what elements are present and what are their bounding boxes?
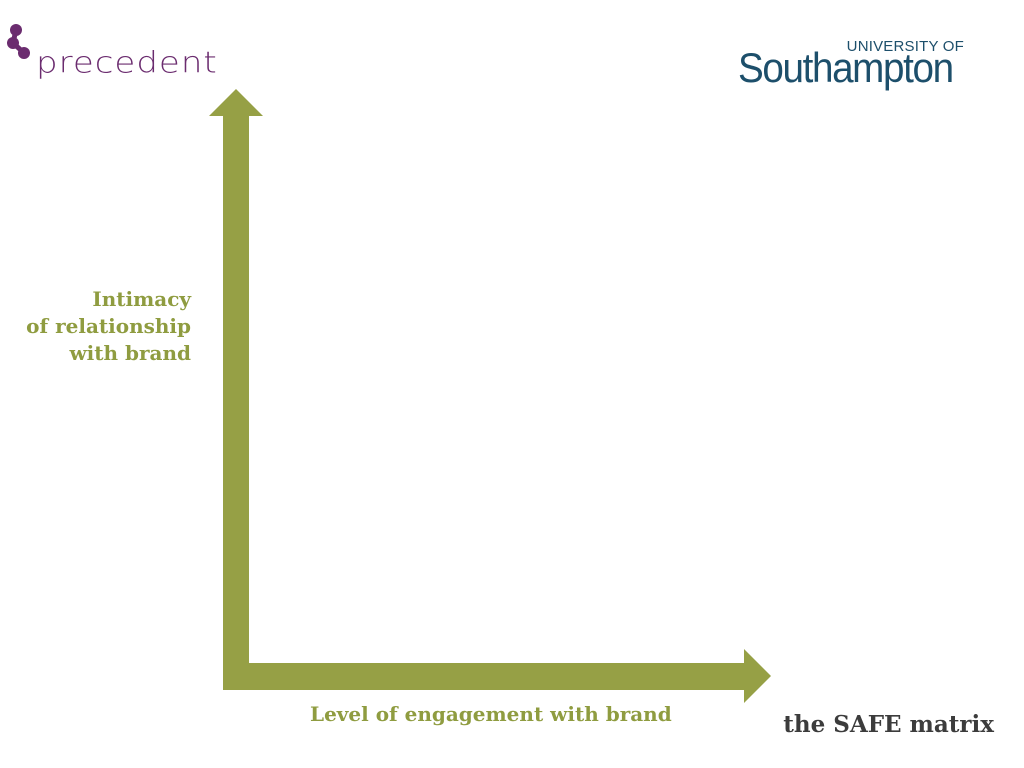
y-axis-label-line: of relationship (26, 314, 191, 338)
x-axis-label: Level of engagement with brand (310, 702, 672, 726)
precedent-wordmark: precedent (36, 46, 218, 80)
precedent-logo: precedent (6, 22, 218, 94)
y-axis-arrow (209, 89, 263, 690)
southampton-logo: UNIVERSITY OF Southampton (738, 38, 990, 100)
university-of-text: UNIVERSITY OF (846, 38, 964, 55)
molecule-icon (7, 24, 30, 59)
y-axis-label-line: with brand (69, 341, 191, 365)
x-axis-arrow (223, 649, 771, 703)
slide-title: the SAFE matrix (783, 711, 994, 738)
y-axis-label: Intimacy of relationship with brand (26, 286, 191, 367)
southampton-wordmark: Southampton (738, 44, 954, 91)
y-axis-label-line: Intimacy (92, 287, 191, 311)
